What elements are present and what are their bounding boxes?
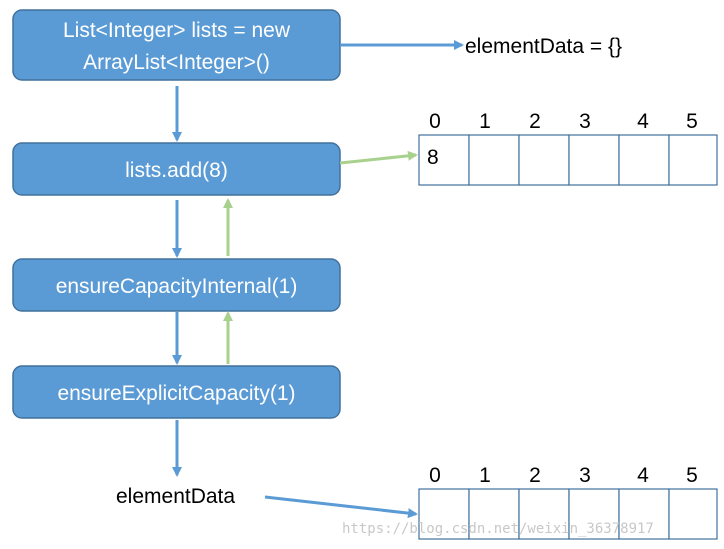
declare-list-line2: ArrayList<Integer>() [83, 51, 270, 74]
add-call-box: lists.add(8) [12, 142, 341, 196]
bottom-array-cell [468, 488, 520, 540]
ensure-explicit-capacity-label: ensureExplicitCapacity(1) [57, 382, 295, 405]
arrow-add-to-top-array [339, 150, 418, 165]
top-array-indices: 0 1 2 3 4 5 [429, 110, 698, 133]
top-array-cell [618, 134, 670, 186]
bottom-array-indices: 0 1 2 3 4 5 [429, 464, 698, 487]
top-array-index: 5 [686, 110, 698, 133]
ensure-capacity-internal-box: ensureCapacityInternal(1) [12, 258, 341, 312]
bottom-array-index: 0 [429, 464, 441, 487]
bottom-array-cell [568, 488, 620, 540]
top-array-index: 4 [637, 110, 649, 133]
top-array-index: 3 [579, 110, 591, 133]
bottom-array-index: 1 [479, 464, 491, 487]
ensure-explicit-capacity-box: ensureExplicitCapacity(1) [12, 365, 341, 419]
watermark-url: https://blog.csdn.net/weixin_36378917 [342, 521, 654, 537]
top-array-cell [568, 134, 620, 186]
add-call-label: lists.add(8) [125, 159, 228, 182]
bottom-array-cell [668, 488, 718, 540]
elementdata-label: elementData [116, 485, 235, 508]
arrow-elementdata-to-bottom-array [264, 495, 418, 519]
bottom-array-cell [618, 488, 670, 540]
bottom-array-index: 2 [529, 464, 541, 487]
top-array-index: 1 [479, 110, 491, 133]
elementdata-empty-label: elementData = {} [465, 35, 622, 58]
top-array-cell [668, 134, 718, 186]
top-array-cell [518, 134, 570, 186]
declare-list-box: List<Integer> lists = new ArrayList<Inte… [12, 9, 341, 81]
declare-list-line1: List<Integer> lists = new [63, 19, 291, 42]
top-array-cell [468, 134, 520, 186]
ensure-capacity-internal-label: ensureCapacityInternal(1) [56, 275, 298, 298]
bottom-array-index: 4 [637, 464, 649, 487]
bottom-array-cell [418, 488, 470, 540]
bottom-array-index: 5 [686, 464, 698, 487]
bottom-array-cell [518, 488, 570, 540]
top-array: 8 [418, 134, 718, 186]
bottom-array [418, 488, 718, 540]
top-array-index: 2 [529, 110, 541, 133]
top-array-index: 0 [429, 110, 441, 133]
top-array-cell-value: 8 [427, 146, 439, 169]
bottom-array-index: 3 [579, 464, 591, 487]
top-array-cell [418, 134, 470, 186]
